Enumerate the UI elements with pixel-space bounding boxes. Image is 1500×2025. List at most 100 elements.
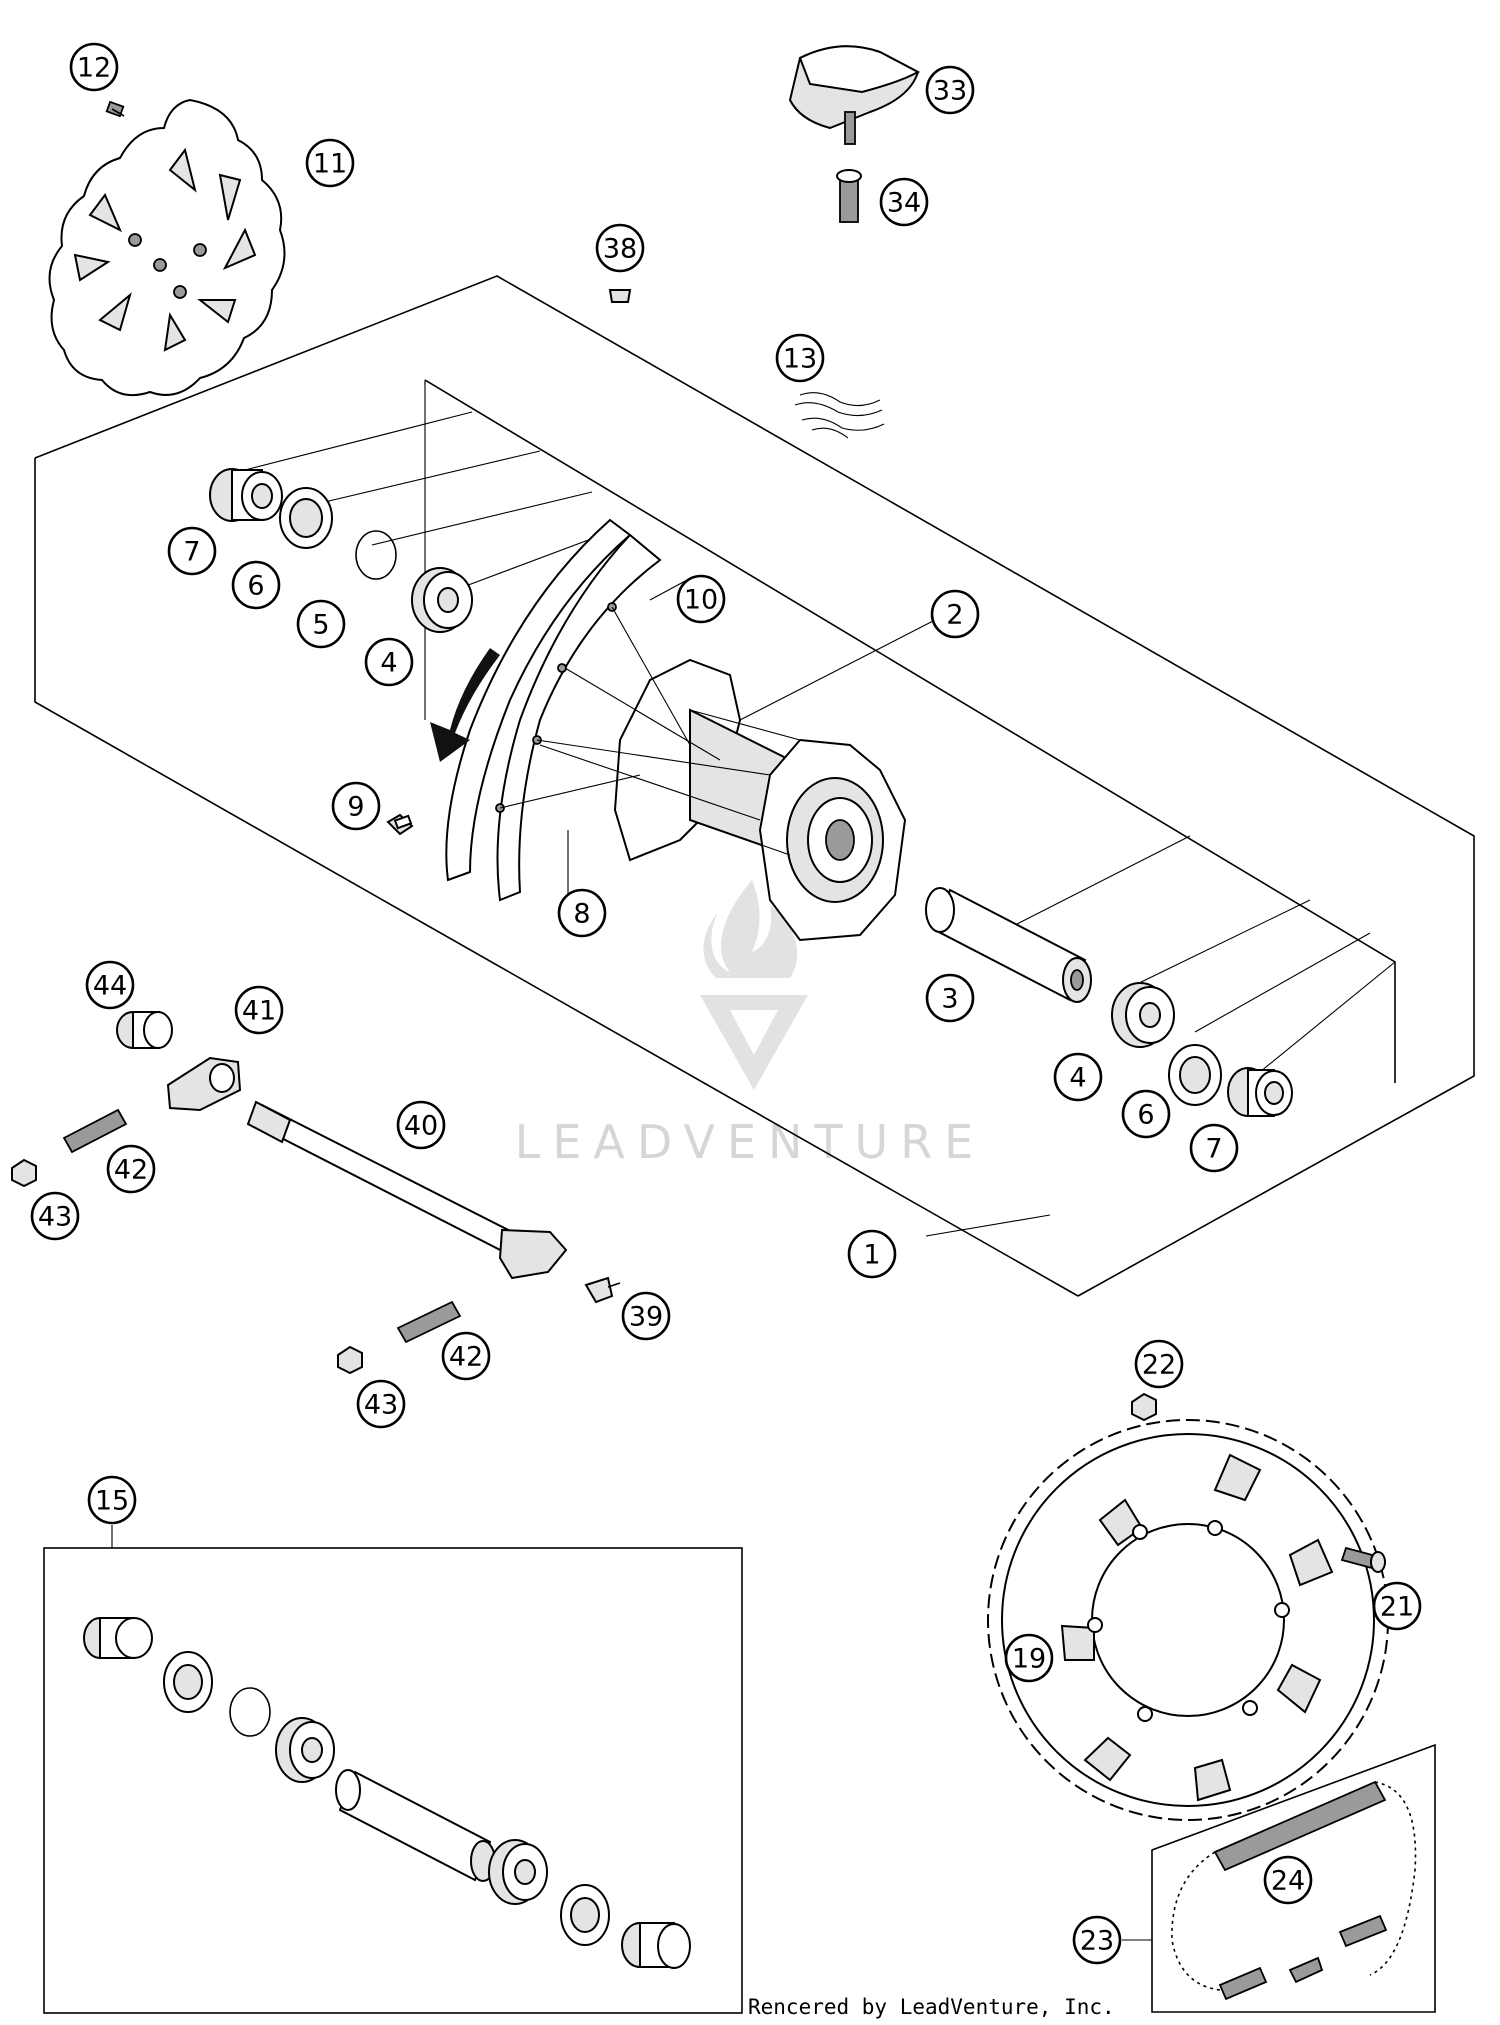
brake-disc [48, 98, 286, 396]
callout-number: 6 [247, 571, 264, 602]
callout-number: 4 [380, 648, 397, 679]
callout-ring [1053, 1052, 1103, 1102]
leadventure-watermark: LEADVENTURE [515, 880, 986, 1169]
callout-number: 3 [941, 984, 958, 1015]
callout-41: 41 [234, 985, 284, 1035]
callout-number: 42 [449, 1342, 483, 1373]
drive-chain-23 [1171, 1780, 1417, 1991]
kit-15-bearing-right [488, 1839, 548, 1905]
callout-ring [1004, 1633, 1054, 1683]
assembly-15-frame [43, 1525, 743, 2014]
callout-15: 15 [87, 1475, 137, 1525]
rotation-arrow-icon [430, 648, 500, 762]
callout-number: 12 [77, 53, 111, 84]
callout-4: 4 [364, 637, 414, 687]
callout-ring [595, 223, 645, 273]
callout-number: 21 [1380, 1592, 1414, 1623]
callout-ring [364, 637, 414, 687]
callout-ring [557, 888, 607, 938]
left-bearing-4 [411, 567, 473, 633]
callout-33: 33 [925, 65, 975, 115]
callout-ring [85, 960, 135, 1010]
callout-7: 7 [1189, 1123, 1239, 1173]
right-seal-6 [1168, 1044, 1222, 1106]
callout-42: 42 [106, 1144, 156, 1194]
sprocket-bolt-21 [1340, 1546, 1386, 1573]
callout-ring [106, 1144, 156, 1194]
callout-43: 43 [30, 1191, 80, 1241]
callout-number: 44 [93, 971, 127, 1002]
callout-number: 7 [1205, 1134, 1222, 1165]
callout-ring [925, 65, 975, 115]
callout-43: 43 [356, 1379, 406, 1429]
wheel-hub [613, 658, 907, 942]
callout-ring [676, 574, 726, 624]
callout-ring [1121, 1089, 1171, 1139]
callout-ring [1189, 1123, 1239, 1173]
callout-38: 38 [595, 223, 645, 273]
callout-ring [356, 1379, 406, 1429]
kit-15-circlip [229, 1687, 271, 1737]
watermark-brand-text: LEADVENTURE [515, 1115, 986, 1169]
callout-7: 7 [167, 526, 217, 576]
callout-ring [441, 1331, 491, 1381]
callout-number: 24 [1271, 1866, 1305, 1897]
callout-number: 7 [183, 537, 200, 568]
callout-ring [847, 1229, 897, 1279]
callout-ring [775, 333, 825, 383]
callout-number: 13 [783, 344, 817, 375]
kit-15-seal-right [560, 1884, 610, 1946]
callout-ring [1072, 1915, 1122, 1965]
callout-labels: 1234456677891011121315192122232433343839… [30, 42, 1422, 1965]
kit-15-bearing-left [275, 1717, 335, 1783]
callout-number: 39 [629, 1302, 663, 1333]
callout-ring [1134, 1339, 1184, 1389]
callout-number: 5 [312, 610, 329, 641]
callout-21: 21 [1372, 1581, 1422, 1631]
callout-39: 39 [621, 1291, 671, 1341]
callout-number: 19 [1012, 1644, 1046, 1675]
watermark-flame-icon [703, 880, 798, 978]
callout-34: 34 [879, 177, 929, 227]
callout-number: 4 [1069, 1063, 1086, 1094]
callout-44: 44 [85, 960, 135, 1010]
callout-ring [305, 138, 355, 188]
kit-15-seal-left [163, 1651, 213, 1713]
valve [386, 813, 414, 836]
chain-adjuster-41 [166, 1056, 242, 1112]
callout-ring [296, 599, 346, 649]
callout-3: 3 [925, 973, 975, 1023]
callout-22: 22 [1134, 1339, 1184, 1389]
guide-bolt [836, 169, 862, 223]
callout-ring [1263, 1855, 1313, 1905]
sprocket-nut-22 [1131, 1392, 1157, 1422]
nut-43-lower [337, 1345, 363, 1375]
callout-ring [621, 1291, 671, 1341]
callout-number: 2 [946, 600, 963, 631]
callout-ring [396, 1100, 446, 1150]
callout-ring [167, 526, 217, 576]
spacer-sleeve-3 [925, 887, 1092, 1003]
callout-number: 34 [887, 188, 921, 219]
right-spacer-7 [1227, 1067, 1293, 1117]
callout-number: 11 [313, 149, 347, 180]
callout-number: 22 [1142, 1350, 1176, 1381]
callout-6: 6 [231, 560, 281, 610]
callout-ring [879, 177, 929, 227]
spacer-44 [116, 1011, 173, 1049]
axle-40 [246, 1100, 568, 1280]
assembly-23-frame [1122, 1743, 1436, 2013]
spokes [499, 606, 771, 821]
adjust-screw-42-upper [62, 1108, 128, 1154]
left-seal-6 [279, 487, 333, 549]
spoke-set [794, 392, 885, 439]
chain-guide-block [788, 45, 921, 145]
callout-number: 8 [573, 899, 590, 930]
left-spacer-7 [209, 468, 283, 522]
callout-number: 43 [364, 1390, 398, 1421]
callout-4: 4 [1053, 1052, 1103, 1102]
callout-number: 40 [404, 1111, 438, 1142]
callout-11: 11 [305, 138, 355, 188]
callout-ring [1372, 1581, 1422, 1631]
